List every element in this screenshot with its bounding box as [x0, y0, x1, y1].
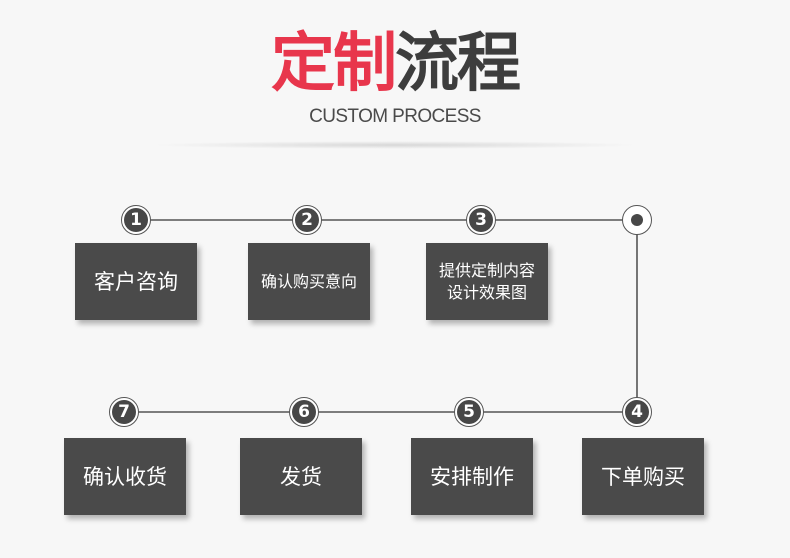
step-2-box: 确认购买意向	[248, 243, 370, 320]
step-1-badge: 1	[121, 205, 151, 235]
step-4-badge: 4	[622, 397, 652, 427]
step-7-badge: 7	[109, 397, 139, 427]
process-path-line	[136, 219, 638, 413]
step-2-number: 2	[295, 208, 319, 232]
step-5-badge: 5	[454, 397, 484, 427]
step-5-box: 安排制作	[411, 438, 533, 515]
step-6-badge: 6	[289, 397, 319, 427]
step-6-box: 发货	[240, 438, 362, 515]
step-6-label: 发货	[280, 464, 322, 489]
step-5-label: 安排制作	[430, 464, 514, 489]
page-subtitle: CUSTOM PROCESS	[309, 106, 481, 127]
title-main-text: 流程	[395, 27, 521, 101]
step-1-box: 客户咨询	[75, 243, 197, 320]
step-7-number: 7	[112, 400, 136, 424]
corner-dot-icon	[622, 205, 652, 235]
step-3-box: 提供定制内容 设计效果图	[426, 243, 548, 320]
step-3-label-line-2: 设计效果图	[446, 282, 527, 302]
step-1-number: 1	[124, 208, 148, 232]
step-3-badge: 3	[466, 205, 496, 235]
step-1-label: 客户咨询	[94, 269, 178, 294]
step-3-label-line-1: 提供定制内容	[438, 260, 535, 280]
step-6-number: 6	[292, 400, 316, 424]
step-4-box: 下单购买	[582, 438, 704, 515]
title-divider-shadow	[150, 141, 640, 149]
step-2-badge: 2	[292, 205, 322, 235]
step-4-number: 4	[625, 400, 649, 424]
page-title: 定制流程	[0, 26, 790, 102]
step-5-number: 5	[457, 400, 481, 424]
step-2-label: 确认购买意向	[260, 271, 357, 291]
step-3-number: 3	[469, 208, 493, 232]
title-accent-text: 定制	[271, 27, 397, 101]
step-7-box: 确认收货	[64, 438, 186, 515]
step-7-label: 确认收货	[83, 464, 167, 489]
step-4-label: 下单购买	[601, 464, 685, 489]
